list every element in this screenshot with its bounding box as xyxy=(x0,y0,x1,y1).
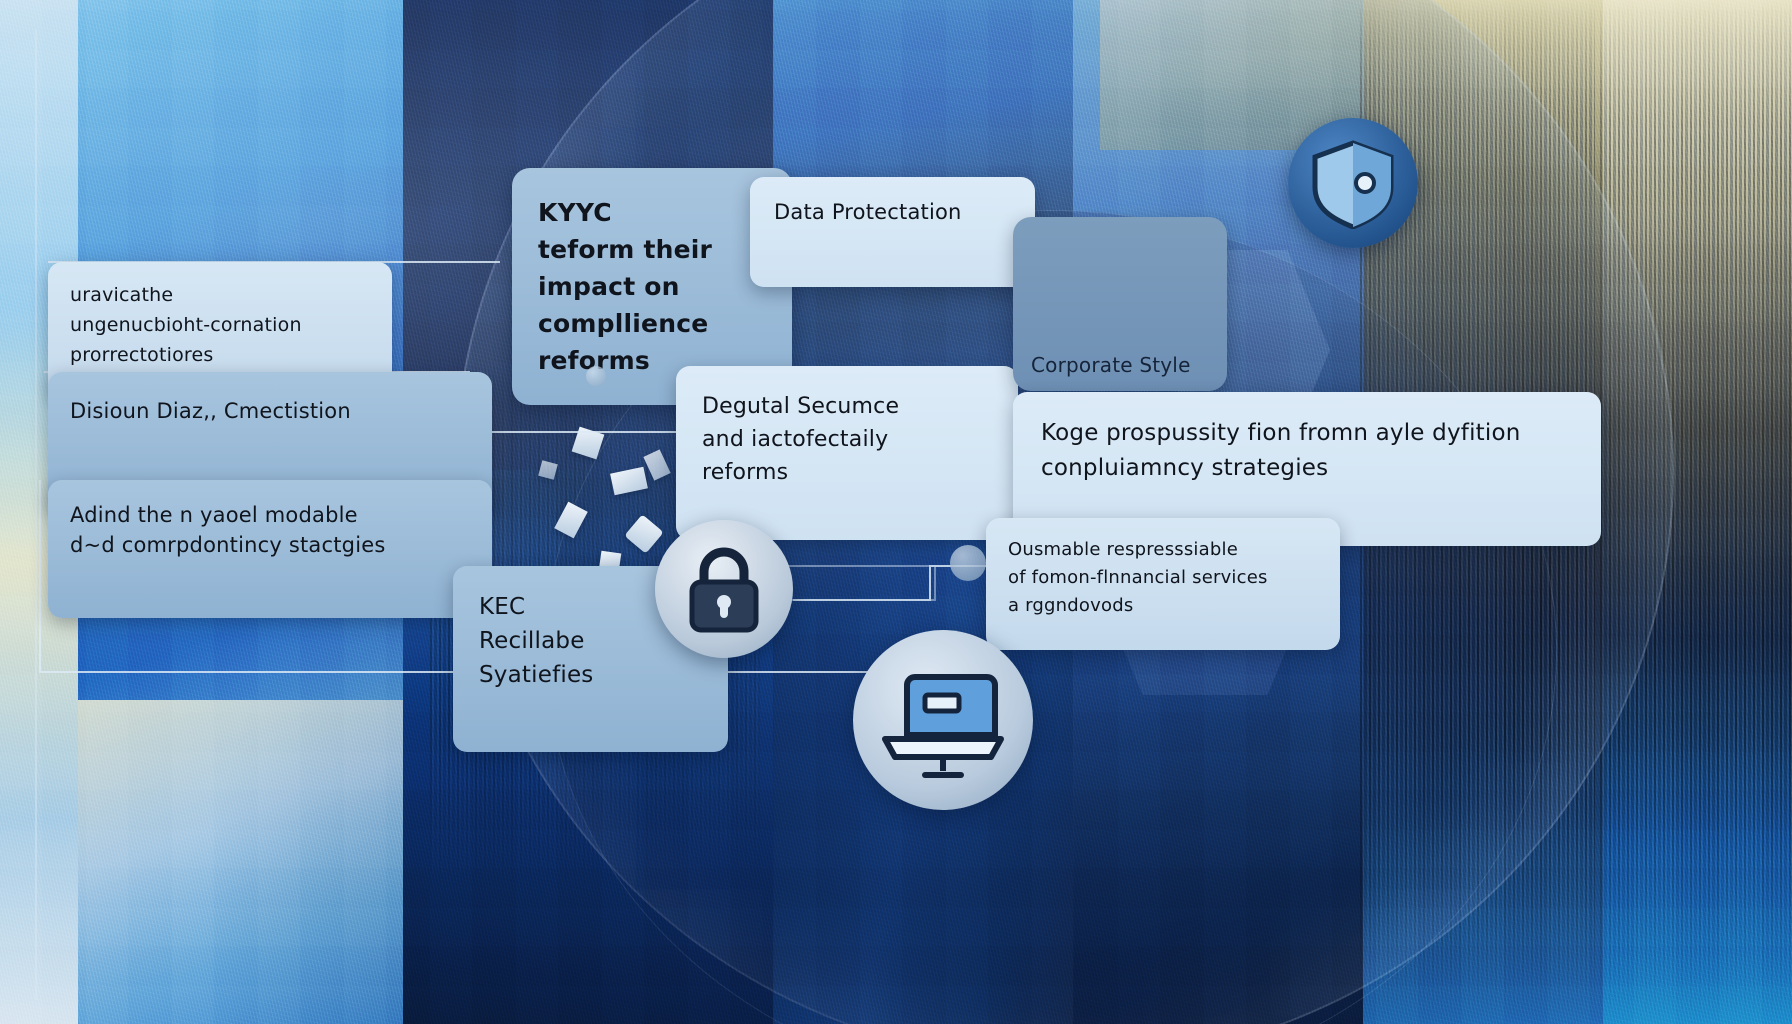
card-line: KEC xyxy=(479,594,526,620)
card-line: and iactofectaily xyxy=(702,427,889,452)
card-line: Disioun Diaz,, Cmectistion xyxy=(70,399,351,423)
node-dot-icon xyxy=(586,366,606,386)
background-panel-bottom-left xyxy=(78,700,403,1024)
card-line: d~d comrpdontincy stactgies xyxy=(70,533,386,557)
card-line: teform their xyxy=(538,235,713,264)
lock-icon xyxy=(689,547,759,633)
kec-reliable-card[interactable]: KEC Recillabe Syatiefies xyxy=(453,566,728,752)
shield-icon xyxy=(1312,140,1394,229)
card-line: KYYC xyxy=(538,198,612,227)
card-line: uravicathe xyxy=(70,284,174,306)
card-line: reforms xyxy=(702,460,789,485)
card-line: Koge prospussity fion fromn ayle dyfitio… xyxy=(1041,420,1521,446)
card-line: of fomon-flnnancial services xyxy=(1008,567,1268,588)
financial-services-card[interactable]: Ousmable respresssiable of fomon-flnnanc… xyxy=(986,518,1340,650)
card-line: compllience xyxy=(538,309,709,338)
card-line: conpluiamncy strategies xyxy=(1041,455,1329,481)
card-line: a rggndovods xyxy=(1008,595,1134,616)
card-line: Recillabe xyxy=(479,628,585,654)
laptop-presentation-badge[interactable] xyxy=(853,630,1033,810)
card-line: Degutal Secumce xyxy=(702,394,900,419)
card-line: impact on xyxy=(538,272,680,301)
card-line: Corporate Style xyxy=(1031,353,1191,377)
card-line: Data Protectation xyxy=(774,200,962,224)
card-line: Syatiefies xyxy=(479,662,594,688)
lock-badge[interactable] xyxy=(655,520,793,658)
shield-badge[interactable] xyxy=(1288,118,1418,248)
node-dot-icon xyxy=(950,545,986,581)
corporate-style-card[interactable]: Corporate Style xyxy=(1013,217,1227,391)
card-line: Adind the n yaoel modable xyxy=(70,503,358,527)
laptop-presentation-icon xyxy=(882,674,1004,778)
kyc-reform-card[interactable]: KYYC teform their impact on compllience … xyxy=(512,168,792,405)
card-line: prorrectotiores xyxy=(70,344,214,366)
card-line: ungenucbioht-cornation xyxy=(70,314,302,336)
digital-security-card[interactable]: Degutal Secumce and iactofectaily reform… xyxy=(676,366,1018,540)
card-line: Ousmable respresssiable xyxy=(1008,539,1238,560)
data-protection-card[interactable]: Data Protectation xyxy=(750,177,1035,287)
adopt-model-card[interactable]: Adind the n yaoel modable d~d comrpdonti… xyxy=(48,480,492,618)
